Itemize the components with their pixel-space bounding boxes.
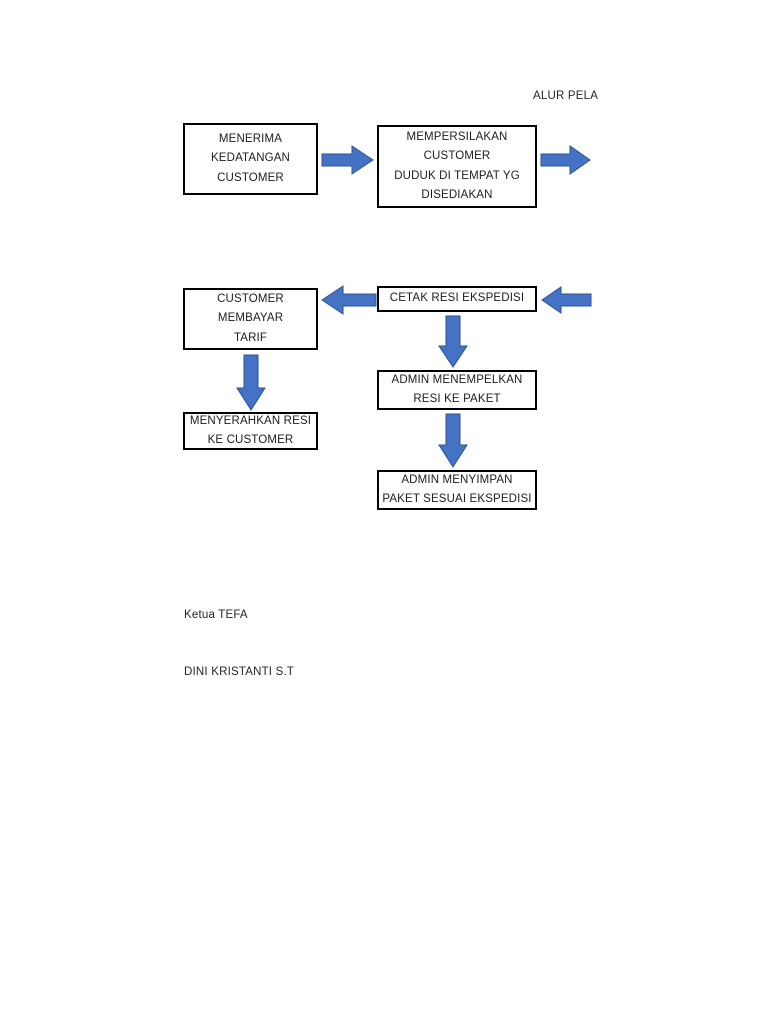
signature-name: DINI KRISTANTI S.T [184,666,295,678]
arrow-right-icon [540,145,591,175]
node-line: TARIF [233,331,268,344]
node-line: CUSTOMER [423,150,491,162]
flow-node-cetak-resi-ekspedisi[interactable]: CETAK RESI EKSPEDISI [377,286,537,312]
node-line: RESI KE PAKET [413,393,501,405]
flow-node-menyerahkan-resi[interactable]: MENYERAHKAN RESI KE CUSTOMER [183,412,318,450]
flow-node-menerima[interactable]: MENERIMA KEDATANGAN CUSTOMER [183,123,318,195]
flow-node-mempersilakan[interactable]: MEMPERSILAKAN CUSTOMER DUDUK DI TEMPAT Y… [377,125,537,208]
node-line: KE CUSTOMER [207,434,294,446]
arrow-left-icon [541,286,592,314]
node-line: CUSTOMER [217,292,284,305]
signature-role: Ketua TEFA [184,609,248,621]
page-title: ALUR PELA [533,90,599,102]
node-line: PAKET SESUAI EKSPEDISI [382,493,532,505]
node-line: MENERIMA [218,132,283,145]
node-line: ADMIN MENEMPELKAN [391,373,523,386]
node-line: CETAK RESI EKSPEDISI [389,292,525,305]
node-line: CUSTOMER [217,171,284,184]
flow-node-customer-membayar-tarif[interactable]: CUSTOMER MEMBAYAR TARIF [183,288,318,350]
arrow-left-icon [321,285,377,315]
node-line: DISEDIAKAN [421,189,493,201]
node-line: DUDUK DI TEMPAT YG [394,169,520,182]
arrow-right-icon [321,145,374,175]
node-line: MENYERAHKAN RESI [189,414,312,427]
node-line: ADMIN MENYIMPAN [401,473,513,486]
node-line: MEMPERSILAKAN [406,130,508,143]
arrow-down-icon [236,354,266,411]
flow-node-admin-menempelkan-resi[interactable]: ADMIN MENEMPELKAN RESI KE PAKET [377,370,537,410]
arrow-down-icon [438,315,468,368]
node-line: MEMBAYAR [217,312,284,325]
arrow-down-icon [438,413,468,468]
node-line: KEDATANGAN [210,152,291,165]
flow-node-admin-menyimpan-paket[interactable]: ADMIN MENYIMPAN PAKET SESUAI EKSPEDISI [377,470,537,510]
